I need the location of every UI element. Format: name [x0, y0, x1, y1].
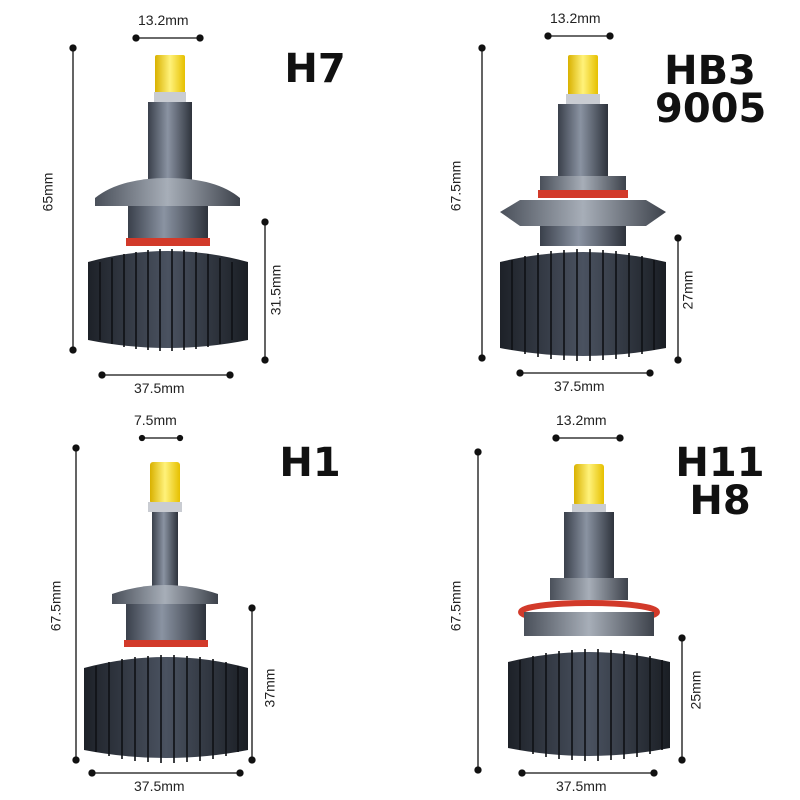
height-label: 65mm	[39, 172, 56, 212]
top-width-label: 13.2mm	[550, 10, 601, 26]
base-height-label: 25mm	[687, 670, 704, 710]
h7-bulb-illustration	[69, 34, 269, 379]
panel-h7: H7 13.2mm 65mm 31.5mm 37.5mm	[0, 0, 400, 400]
title-line-1: H1	[279, 440, 341, 486]
top-width-label: 13.2mm	[138, 12, 189, 28]
h11-bulb-illustration	[474, 434, 686, 777]
bulb-type-title: H1	[265, 440, 355, 486]
bulb-type-title: HB3 9005	[655, 48, 767, 132]
height-label: 67.5mm	[447, 160, 464, 212]
title-line-1: HB3	[664, 48, 756, 94]
title-line-1: H11	[675, 440, 765, 486]
hb3-bulb-illustration	[478, 32, 682, 377]
top-width-label: 7.5mm	[134, 412, 177, 428]
base-width-label: 37.5mm	[556, 778, 607, 794]
title-line-2: 9005	[655, 86, 767, 132]
panel-h1: H1 7.5mm 67.5mm 37mm 37.5mm	[0, 400, 400, 800]
height-label: 67.5mm	[47, 580, 64, 632]
top-width-label: 13.2mm	[556, 412, 607, 428]
bulb-type-title: H7	[270, 46, 360, 92]
title-line-2: H8	[689, 478, 751, 524]
base-width-label: 37.5mm	[134, 778, 185, 794]
panel-hb3: HB3 9005 13.2mm 67.5mm 27mm 37.5mm	[400, 0, 800, 400]
base-height-label: 27mm	[679, 270, 696, 310]
height-label: 67.5mm	[447, 580, 464, 632]
bulb-type-title: H11 H8	[670, 440, 770, 524]
title-line-1: H7	[284, 46, 346, 92]
base-height-label: 31.5mm	[267, 264, 284, 316]
panel-h11: H11 H8 13.2mm 67.5mm 25mm 37.5mm	[400, 400, 800, 800]
base-height-label: 37mm	[261, 668, 278, 708]
base-width-label: 37.5mm	[554, 378, 605, 394]
h1-bulb-illustration	[72, 434, 256, 777]
base-width-label: 37.5mm	[134, 380, 185, 396]
